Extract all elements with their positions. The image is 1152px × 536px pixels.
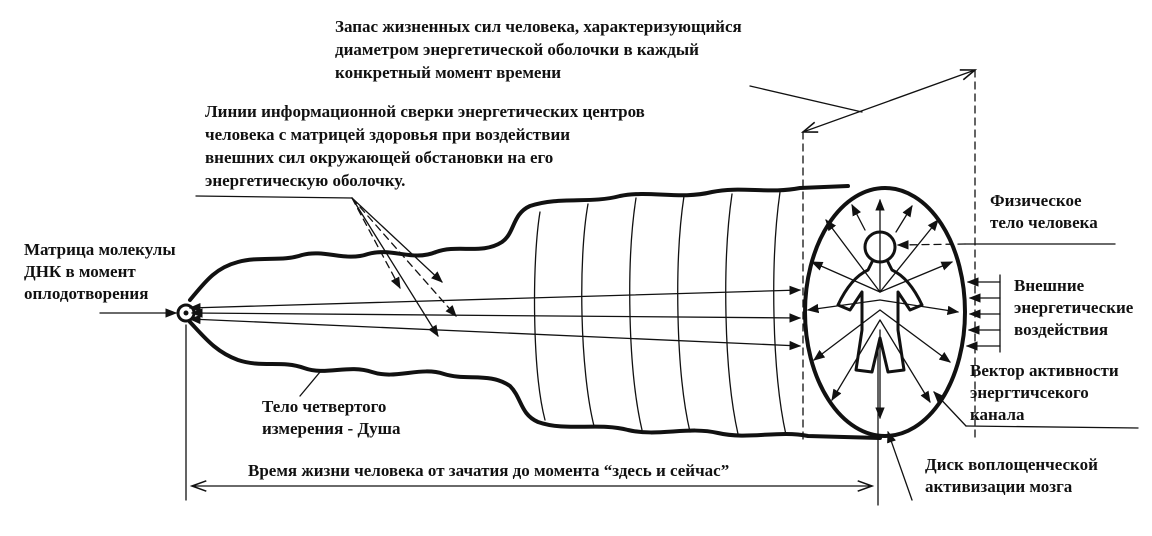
reserve-label: Запас жизненных сил человека, характериз… xyxy=(335,17,746,82)
dna-matrix-label: Матрица молекулы ДНК в момент оплодотвор… xyxy=(24,240,180,303)
physical-body-pointer xyxy=(896,240,1116,250)
shell-section-lines xyxy=(533,191,787,436)
activity-vector-pointer xyxy=(933,391,1139,429)
info-lines-label: Линии информационной сверки энергетическ… xyxy=(205,102,649,190)
external-influences-label: Внешние энергетические воздействия xyxy=(1014,276,1138,339)
dna-matrix-dot xyxy=(183,310,189,316)
brain-disc-pointer xyxy=(887,430,913,501)
soul-label-pointer xyxy=(299,371,321,397)
lifetime-label: Время жизни человека от зачатия до момен… xyxy=(248,461,729,480)
disc-radial-arrows xyxy=(806,198,960,420)
energy-shell-outline xyxy=(188,184,882,440)
info-check-lines xyxy=(188,285,802,351)
activation-disc xyxy=(803,186,967,438)
reserve-dimension xyxy=(749,69,978,441)
soul-body-label: Тело четвертого измерения - Душа xyxy=(262,397,401,438)
external-influence-arrows xyxy=(965,274,1001,353)
physical-body-label: Физическое тело человека xyxy=(990,191,1098,232)
activity-vector-label: Вектор активности энергтичсекого канала xyxy=(970,361,1123,424)
lifetime-dimension xyxy=(185,324,879,506)
brain-disc-label: Диск воплощенческой активизации мозга xyxy=(925,455,1102,496)
info-label-pointers xyxy=(195,195,457,337)
